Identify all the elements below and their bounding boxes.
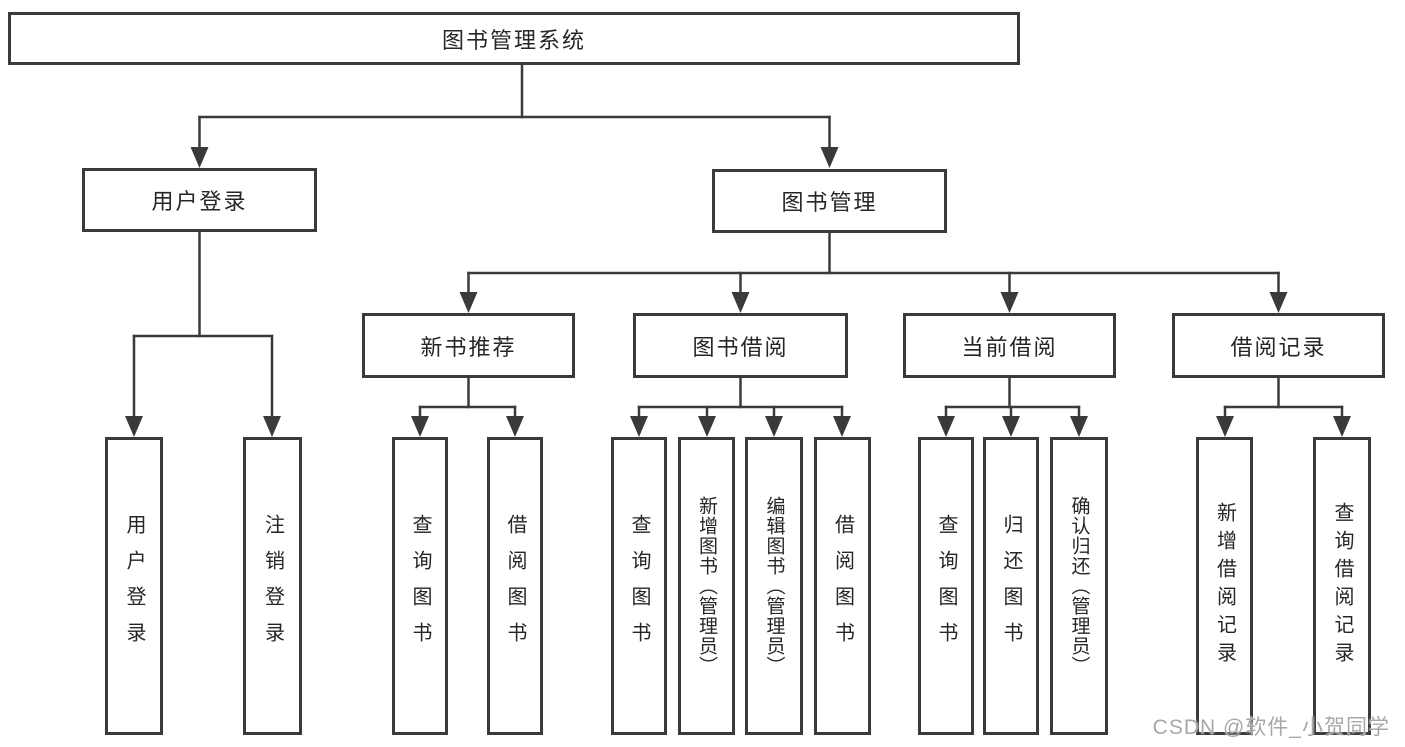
leaf-user-login: 用户登录 (105, 437, 163, 735)
csdn-watermark: CSDN @软件_小贺同学 (1152, 716, 1390, 739)
node-current-borrowing: 当前借阅 (903, 313, 1116, 378)
node-book-management: 图书管理 (712, 169, 947, 233)
leaf-query-books-borrow: 查询图书 (611, 437, 667, 735)
leaf-logout: 注销登录 (243, 437, 302, 735)
leaf-query-books-current: 查询图书 (918, 437, 974, 735)
leaf-add-borrow-record: 新增借阅记录 (1196, 437, 1253, 735)
connector-root-to-level2 (198, 63, 831, 152)
leaf-borrow-books-recommend: 借阅图书 (487, 437, 543, 735)
connector-borrow-records-subtree (1223, 376, 1344, 421)
node-user-login: 用户登录 (82, 168, 317, 232)
connector-user-login-subtree (132, 230, 274, 421)
leaf-query-borrow-record: 查询借阅记录 (1313, 437, 1371, 735)
leaf-add-book-admin: 新增图书（管理员） (678, 437, 735, 735)
node-root-library-system: 图书管理系统 (8, 12, 1020, 65)
node-borrowing-records: 借阅记录 (1172, 313, 1385, 378)
leaf-return-books: 归还图书 (983, 437, 1039, 735)
connector-book-management-to-level3 (467, 231, 1280, 298)
leaf-borrow-books: 借阅图书 (814, 437, 871, 735)
connector-book-borrow-subtree (637, 376, 844, 421)
connector-new-books-subtree (418, 376, 517, 421)
leaf-edit-book-admin: 编辑图书（管理员） (745, 437, 803, 735)
connector-current-borrow-subtree (944, 376, 1081, 421)
node-book-borrowing: 图书借阅 (633, 313, 848, 378)
arrowheads (125, 147, 1351, 437)
leaf-confirm-return-admin: 确认归还（管理员） (1050, 437, 1108, 735)
leaf-query-books-recommend: 查询图书 (392, 437, 448, 735)
node-new-book-recommend: 新书推荐 (362, 313, 575, 378)
